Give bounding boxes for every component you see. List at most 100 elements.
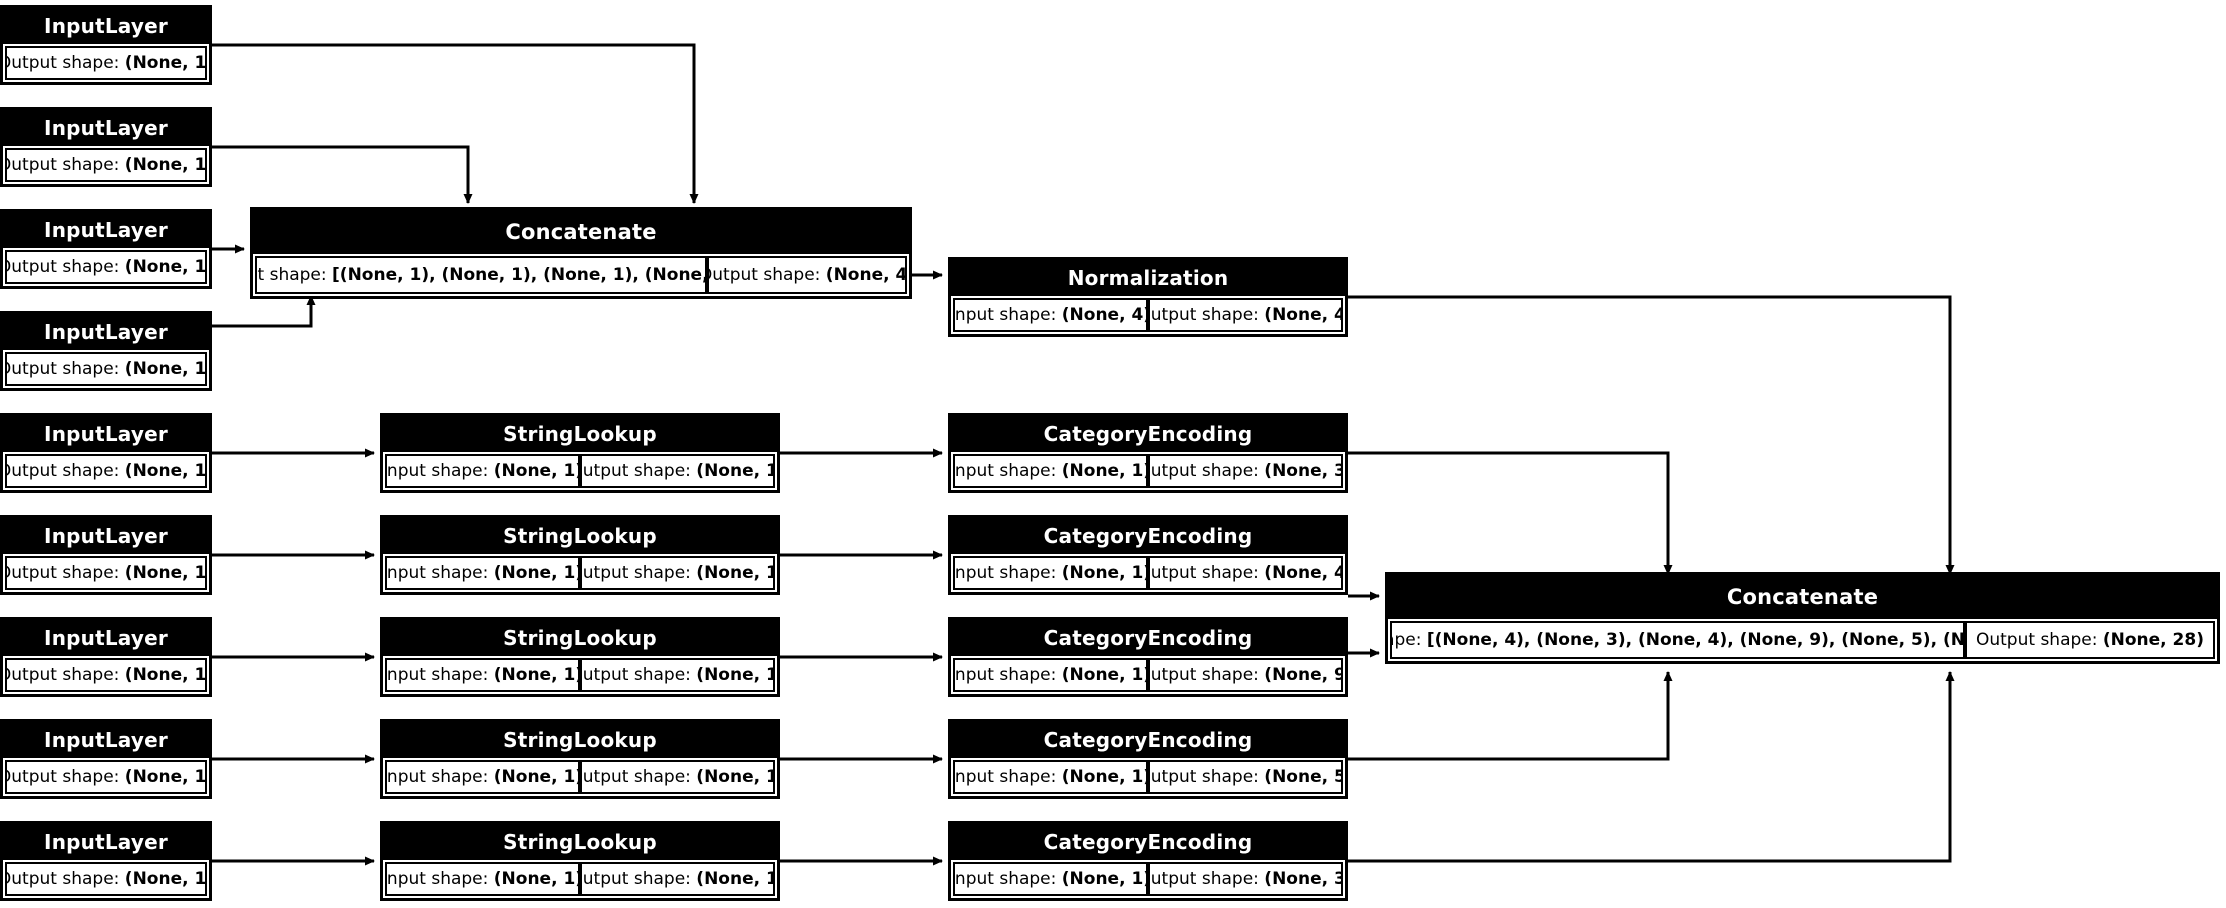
node-title: CategoryEncoding <box>951 416 1345 452</box>
input-shape-value: (None, 1) <box>493 665 580 685</box>
node-title: InputLayer <box>3 824 209 860</box>
node-categoryencoding-3[interactable]: CategoryEncoding Input shape: (None, 1) … <box>948 617 1348 697</box>
output-shape-cell: Output shape: (None, 1) <box>580 760 775 794</box>
output-shape-label: Output shape: <box>1148 461 1259 481</box>
node-normalization[interactable]: Normalization Input shape: (None, 4) Out… <box>948 257 1348 337</box>
node-input-layer-9[interactable]: InputLayer Output shape: (None, 1) <box>0 821 212 901</box>
output-shape-cell: Output shape: (None, 1) <box>5 352 207 386</box>
output-shape-label: Output shape: <box>1148 305 1259 325</box>
output-shape-cell: Output shape: (None, 3) <box>1148 862 1343 896</box>
node-title: CategoryEncoding <box>951 518 1345 554</box>
output-shape-value: (None, 4) <box>825 265 907 285</box>
node-concatenate-all[interactable]: Concatenate Input shape: [(None, 4), (No… <box>1385 572 2220 664</box>
node-categoryencoding-4[interactable]: CategoryEncoding Input shape: (None, 1) … <box>948 719 1348 799</box>
node-title: InputLayer <box>3 620 209 656</box>
input-shape-label: Input shape: <box>385 767 489 787</box>
output-shape-cell: Output shape: (None, 1) <box>580 658 775 692</box>
node-stringlookup-1[interactable]: StringLookup Input shape: (None, 1) Outp… <box>380 413 780 493</box>
node-shape-row: Input shape: [(None, 4), (None, 3), (Non… <box>1388 619 2217 661</box>
output-shape-cell: Output shape: (None, 1) <box>5 250 207 284</box>
output-shape-value: (None, 1) <box>124 665 207 685</box>
node-title: StringLookup <box>383 620 777 656</box>
edge-input4-concat <box>212 295 316 328</box>
node-title: StringLookup <box>383 824 777 860</box>
node-stringlookup-5[interactable]: StringLookup Input shape: (None, 1) Outp… <box>380 821 780 901</box>
output-shape-value: (None, 1) <box>124 869 207 889</box>
node-title: InputLayer <box>3 518 209 554</box>
input-shape-cell: Input shape: (None, 1) <box>953 862 1148 896</box>
node-shape-row: Output shape: (None, 1) <box>3 350 209 388</box>
node-title: InputLayer <box>3 8 209 44</box>
node-input-layer-8[interactable]: InputLayer Output shape: (None, 1) <box>0 719 212 799</box>
input-shape-value: (None, 1) <box>1061 665 1148 685</box>
node-input-layer-4[interactable]: InputLayer Output shape: (None, 1) <box>0 311 212 391</box>
input-shape-value: (None, 1) <box>1061 869 1148 889</box>
output-shape-label: Output shape: <box>5 155 120 175</box>
node-title: StringLookup <box>383 722 777 758</box>
output-shape-value: (None, 1) <box>696 461 773 481</box>
output-shape-label: Output shape: <box>1148 665 1259 685</box>
node-categoryencoding-1[interactable]: CategoryEncoding Input shape: (None, 1) … <box>948 413 1348 493</box>
input-shape-label: Input shape: <box>953 461 1057 481</box>
node-input-layer-3[interactable]: InputLayer Output shape: (None, 1) <box>0 209 212 289</box>
node-title: CategoryEncoding <box>951 620 1345 656</box>
output-shape-cell: Output shape: (None, 9) <box>1148 658 1343 692</box>
node-title: InputLayer <box>3 416 209 452</box>
output-shape-value: (None, 1) <box>696 665 773 685</box>
node-shape-row: Output shape: (None, 1) <box>3 860 209 898</box>
node-categoryencoding-2[interactable]: CategoryEncoding Input shape: (None, 1) … <box>948 515 1348 595</box>
output-shape-label: Output shape: <box>580 767 691 787</box>
output-shape-cell: Output shape: (None, 5) <box>1148 760 1343 794</box>
output-shape-label: Output shape: <box>580 461 691 481</box>
output-shape-label: Output shape: <box>5 869 120 889</box>
output-shape-cell: Output shape: (None, 1) <box>5 862 207 896</box>
output-shape-value: (None, 1) <box>124 563 207 583</box>
input-shape-cell: Input shape: (None, 1) <box>953 556 1148 590</box>
input-shape-cell: Input shape: (None, 1) <box>953 454 1148 488</box>
input-shape-cell: Input shape: (None, 1) <box>953 658 1148 692</box>
node-stringlookup-4[interactable]: StringLookup Input shape: (None, 1) Outp… <box>380 719 780 799</box>
output-shape-cell: Output shape: (None, 1) <box>580 862 775 896</box>
edge-ce4-concatall <box>1348 671 1673 761</box>
input-shape-label: Input shape: <box>953 665 1057 685</box>
output-shape-value: (None, 3) <box>1264 869 1341 889</box>
node-title: InputLayer <box>3 722 209 758</box>
node-input-layer-6[interactable]: InputLayer Output shape: (None, 1) <box>0 515 212 595</box>
input-shape-label: Input shape: <box>385 563 489 583</box>
node-stringlookup-2[interactable]: StringLookup Input shape: (None, 1) Outp… <box>380 515 780 595</box>
output-shape-label: Output shape: <box>5 665 120 685</box>
input-shape-label: Input shape: <box>953 767 1057 787</box>
input-shape-cell: Input shape: (None, 1) <box>385 658 580 692</box>
node-categoryencoding-5[interactable]: CategoryEncoding Input shape: (None, 1) … <box>948 821 1348 901</box>
output-shape-label: Output shape: <box>1975 630 2098 650</box>
node-shape-row: Output shape: (None, 1) <box>3 656 209 694</box>
input-shape-value: (None, 1) <box>493 461 580 481</box>
node-shape-row: Input shape: (None, 1) Output shape: (No… <box>951 860 1345 898</box>
output-shape-cell: Output shape: (None, 4) <box>707 256 907 294</box>
input-shape-cell: Input shape: [(None, 1), (None, 1), (Non… <box>255 256 707 294</box>
node-shape-row: Output shape: (None, 1) <box>3 44 209 82</box>
output-shape-label: Output shape: <box>580 869 691 889</box>
node-shape-row: Output shape: (None, 1) <box>3 146 209 184</box>
node-title: InputLayer <box>3 110 209 146</box>
output-shape-value: (None, 1) <box>696 563 773 583</box>
node-input-layer-7[interactable]: InputLayer Output shape: (None, 1) <box>0 617 212 697</box>
output-shape-value: (None, 3) <box>1264 461 1341 481</box>
node-input-layer-5[interactable]: InputLayer Output shape: (None, 1) <box>0 413 212 493</box>
output-shape-label: Output shape: <box>5 53 120 73</box>
node-title: Concatenate <box>253 210 909 254</box>
edge-normalization-concatall <box>1348 295 1955 575</box>
output-shape-label: Output shape: <box>5 359 120 379</box>
output-shape-value: (None, 1) <box>124 461 207 481</box>
node-concatenate-numeric[interactable]: Concatenate Input shape: [(None, 1), (No… <box>250 207 912 299</box>
node-input-layer-2[interactable]: InputLayer Output shape: (None, 1) <box>0 107 212 187</box>
node-shape-row: Input shape: (None, 1) Output shape: (No… <box>383 758 777 796</box>
node-stringlookup-3[interactable]: StringLookup Input shape: (None, 1) Outp… <box>380 617 780 697</box>
output-shape-value: (None, 4) <box>1264 305 1341 325</box>
output-shape-cell: Output shape: (None, 1) <box>5 556 207 590</box>
node-input-layer-1[interactable]: InputLayer Output shape: (None, 1) <box>0 5 212 85</box>
output-shape-value: (None, 5) <box>1264 767 1341 787</box>
output-shape-cell: Output shape: (None, 1) <box>5 454 207 488</box>
node-title: StringLookup <box>383 518 777 554</box>
